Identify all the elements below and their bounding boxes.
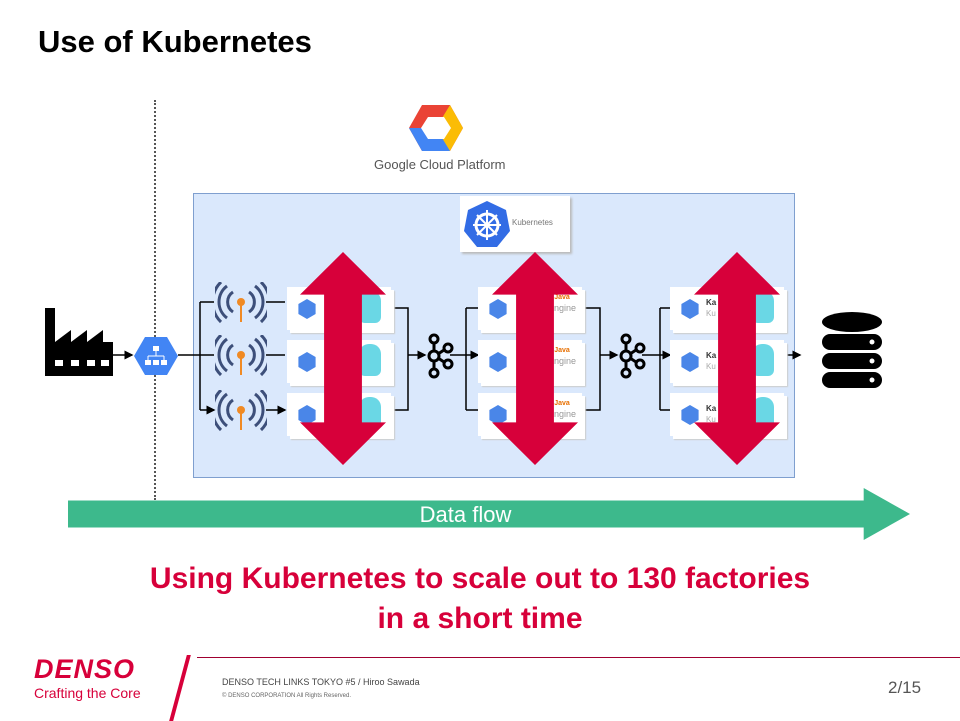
kafka-icon bbox=[427, 333, 454, 379]
boundary-line bbox=[154, 100, 156, 500]
kubernetes-label: Kubernetes bbox=[512, 218, 553, 227]
sensor-antenna-icon bbox=[215, 335, 267, 377]
gke-icon bbox=[681, 405, 699, 425]
factory-icon bbox=[45, 308, 113, 376]
page-number: 2/15 bbox=[888, 678, 922, 697]
event-credit: DENSO TECH LINKS TOKYO #5 / Hiroo Sawada bbox=[222, 677, 420, 687]
gke-icon bbox=[298, 405, 316, 425]
data-flow-label: Data flow bbox=[419, 502, 512, 527]
denso-logo: DENSO bbox=[34, 654, 136, 684]
gke-icon bbox=[489, 299, 507, 319]
gcp-logo-icon bbox=[409, 105, 463, 151]
slide-title: Use of Kubernetes bbox=[38, 24, 312, 59]
go-gopher-icon bbox=[752, 344, 774, 376]
gcp-label: Google Cloud Platform bbox=[374, 157, 506, 172]
logo-slash bbox=[169, 655, 191, 721]
go-gopher-icon bbox=[752, 397, 774, 429]
gke-icon bbox=[681, 299, 699, 319]
gke-icon bbox=[298, 352, 316, 372]
key-message-line1: Using Kubernetes to scale out to 130 fac… bbox=[149, 562, 811, 595]
go-gopher-icon bbox=[752, 291, 774, 323]
go-gopher-icon bbox=[359, 397, 381, 429]
gke-icon bbox=[681, 352, 699, 372]
kafka-icon bbox=[619, 333, 646, 379]
sensor-antenna-icon bbox=[215, 390, 267, 432]
sensor-antenna-icon bbox=[215, 282, 267, 324]
go-gopher-icon bbox=[359, 291, 381, 323]
kubernetes-icon bbox=[464, 201, 510, 247]
gke-icon bbox=[298, 299, 316, 319]
gke-icon bbox=[489, 352, 507, 372]
load-balancer-icon bbox=[134, 337, 178, 375]
denso-tagline: Crafting the Core bbox=[34, 685, 141, 701]
footer-divider bbox=[197, 657, 960, 658]
go-gopher-icon bbox=[359, 344, 381, 376]
database-icon bbox=[822, 312, 882, 388]
connector-lines bbox=[112, 301, 802, 480]
copyright: © DENSO CORPORATION All Rights Reserved. bbox=[222, 693, 352, 699]
key-message-line2: in a short time bbox=[377, 602, 583, 635]
kubernetes-card: Kubernetes bbox=[460, 196, 570, 252]
gke-icon bbox=[489, 405, 507, 425]
